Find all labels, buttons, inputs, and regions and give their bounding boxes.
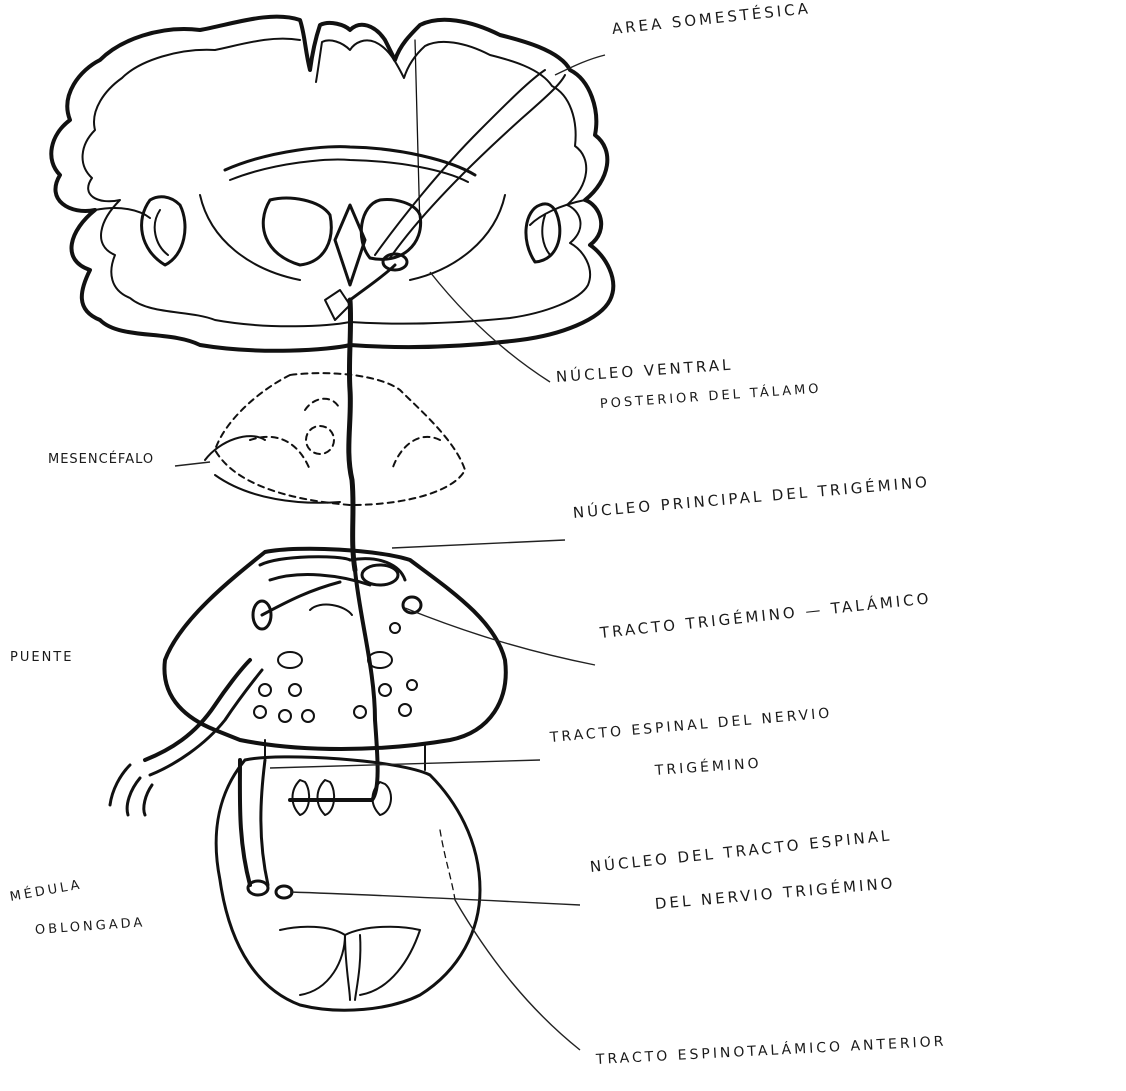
- label-midbrain: MESENCÉFALO: [48, 452, 154, 467]
- cerebrum-section: [51, 17, 613, 351]
- midbrain-section: [205, 373, 465, 505]
- pons-section: [110, 549, 506, 815]
- medulla-section: [216, 740, 480, 1010]
- label-pons: PUENTE: [10, 650, 73, 665]
